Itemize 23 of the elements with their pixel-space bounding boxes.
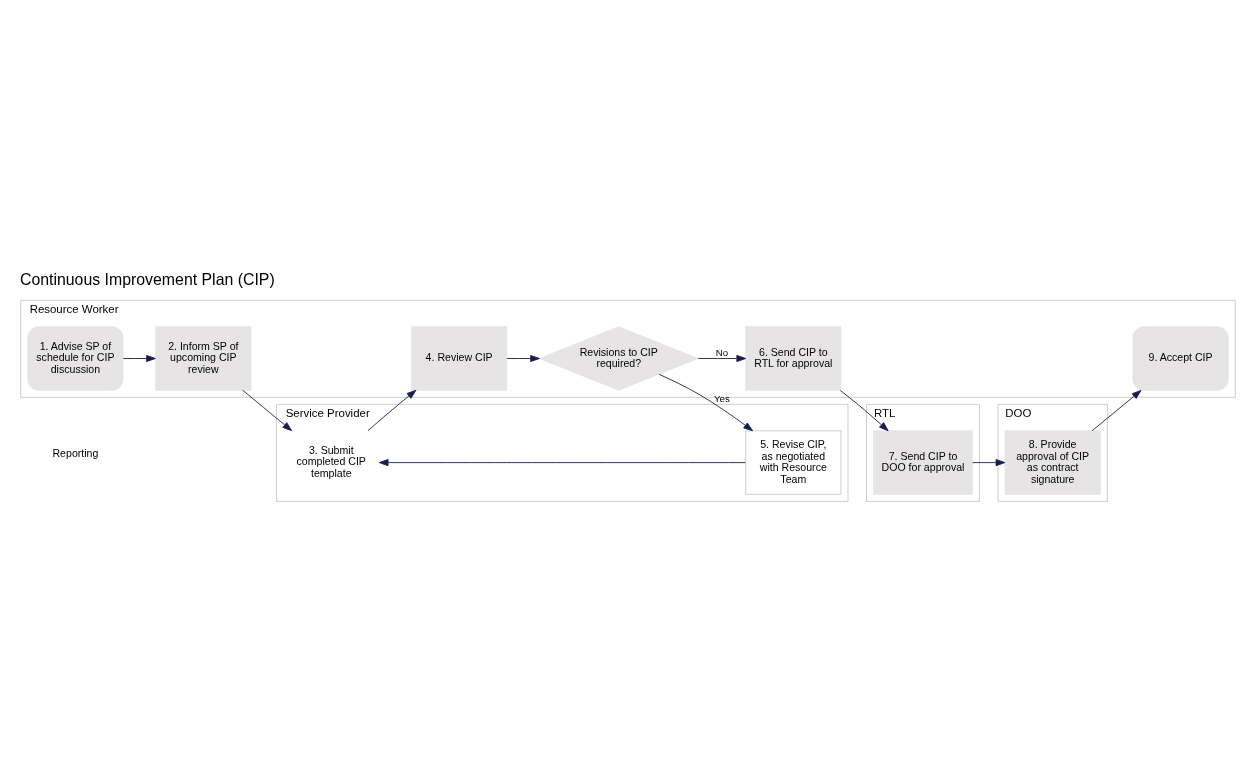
node-diamond: Revisions to CIP required? — [539, 325, 699, 391]
node-box: 6. Send CIP to RTL for approval — [745, 325, 842, 391]
arrow — [242, 389, 293, 431]
node-box: 5. Revise CIP, as negotiated with Resource Team — [745, 429, 842, 495]
arrow — [367, 389, 417, 431]
arrow — [378, 458, 746, 466]
arrow — [506, 354, 540, 362]
arrow — [1091, 389, 1142, 431]
arrow — [658, 373, 753, 431]
edge-label: No — [715, 346, 729, 358]
arrow — [122, 354, 156, 362]
diagram-title: Continuous Improvement Plan (CIP) — [19, 270, 275, 288]
arrow — [972, 458, 1006, 466]
node-box: 9. Accept CIP — [1132, 325, 1229, 391]
arrow — [697, 354, 747, 362]
arrow — [839, 389, 889, 431]
node-box: 4. Review CIP — [411, 325, 508, 391]
node-box: 7. Send CIP to DOO for approval — [873, 429, 973, 495]
node-box: 8. Provide approval of CIP as contract signature — [1004, 429, 1101, 495]
label: Reporting — [52, 446, 99, 459]
node-text: 3. Submit completed CIP template — [296, 443, 366, 479]
node-box: 2. Inform SP of upcoming CIP review — [155, 325, 252, 391]
node-box: 1. Advise SP of schedule for CIP discussion — [27, 325, 124, 391]
